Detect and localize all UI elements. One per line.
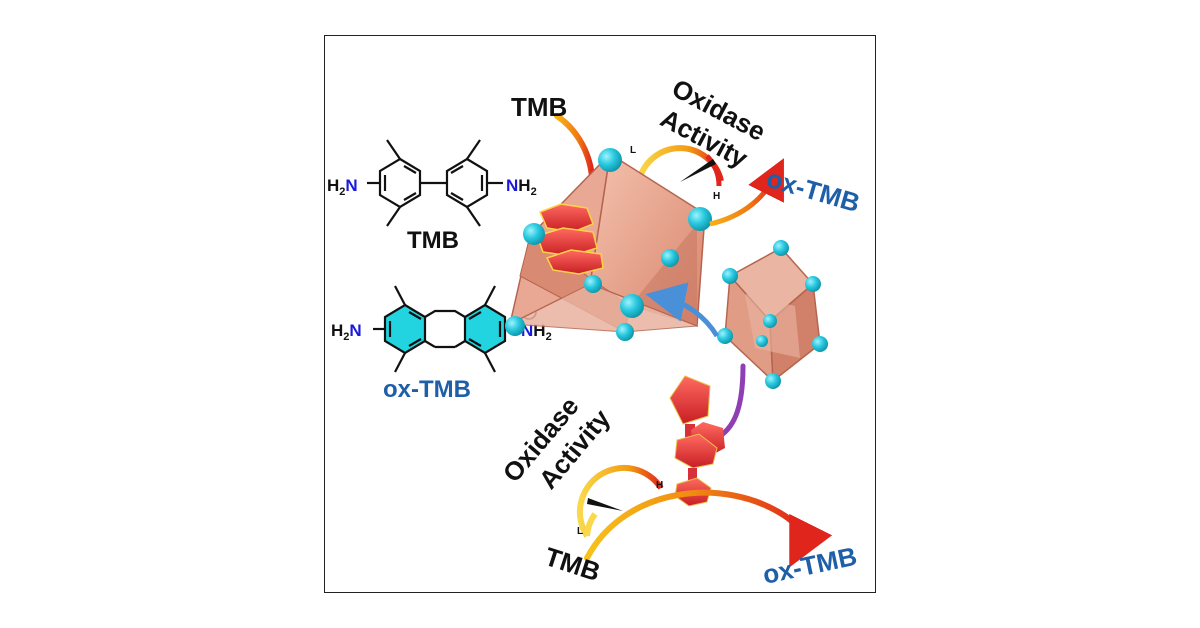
- free-guest-molecule: [669, 375, 725, 507]
- bottom-gauge-low: L: [577, 526, 583, 537]
- tmb-right-amine: NH2: [506, 176, 537, 198]
- figure-frame: H2N NH2 TMB H2N NH2 + ox-TMB TMB: [324, 35, 876, 593]
- oxtmb-left-amine: H2N: [331, 321, 362, 343]
- empty-cage: [717, 240, 828, 389]
- oxtmb-structure-label: ox-TMB: [383, 376, 471, 403]
- svg-text:ox-TMB: ox-TMB: [763, 163, 863, 218]
- top-product-arrow: [709, 158, 784, 227]
- top-gauge-needle: [680, 159, 716, 182]
- bottom-gauge-needle: [587, 498, 623, 511]
- bottom-reaction-arrow: [584, 489, 833, 568]
- tmb-structure: [367, 139, 503, 227]
- tmb-structure-label: TMB: [407, 227, 459, 254]
- oxtmb-structure: [373, 285, 519, 373]
- graphical-abstract: H2N NH2 TMB H2N NH2 + ox-TMB TMB: [327, 73, 863, 590]
- encapsulation-arrow: [645, 282, 720, 338]
- bottom-activity-label: Oxidase Activity: [497, 391, 617, 495]
- guest-binding-arrow: [717, 363, 746, 439]
- bottom-activity-gauge: L H: [576, 464, 664, 538]
- top-gauge-low: L: [630, 145, 636, 156]
- bottom-product-label: ox-TMB: [760, 541, 859, 590]
- bottom-gauge-high: H: [656, 480, 663, 491]
- top-substrate-label: TMB: [511, 92, 567, 122]
- tmb-left-amine: H2N: [327, 176, 358, 198]
- svg-text:ox-TMB: ox-TMB: [760, 541, 859, 590]
- top-gauge-high: H: [713, 191, 720, 202]
- guest-loaded-cage: [505, 148, 712, 341]
- top-product-label: ox-TMB: [763, 163, 863, 218]
- top-activity-gauge: L H: [630, 145, 724, 202]
